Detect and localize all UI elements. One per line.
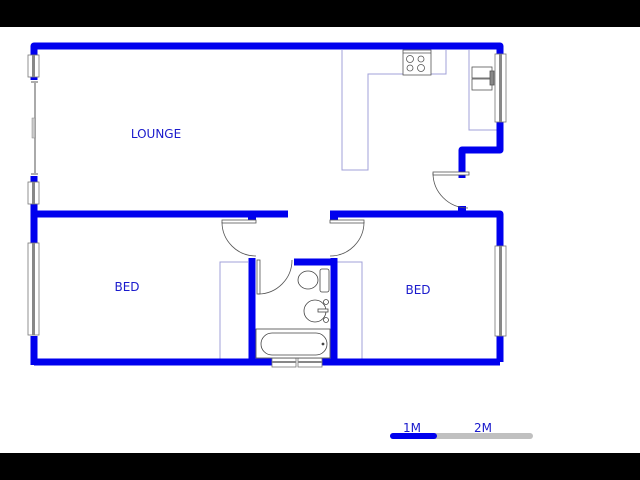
walls — [30, 42, 504, 366]
room-label-bed-right: BED — [405, 283, 430, 297]
door — [221, 171, 470, 295]
top-letterbox — [0, 0, 640, 27]
bedroom-cupboard — [219, 261, 363, 360]
kitchen-counter — [341, 50, 497, 171]
room-label-lounge: LOUNGE — [131, 127, 181, 141]
window — [27, 53, 507, 368]
room-label-bed-left: BED — [114, 280, 139, 294]
scale-label-2m: 2M — [474, 421, 492, 435]
stove-icon — [402, 49, 432, 76]
basin-icon — [303, 299, 329, 323]
bottom-letterbox — [0, 453, 640, 480]
wall-stubs — [248, 206, 466, 221]
sink-icon — [471, 66, 495, 91]
scale-bar: 1M 2M — [390, 421, 533, 439]
toilet-icon — [297, 268, 330, 293]
scale-label-1m: 1M — [403, 421, 421, 435]
bathtub-icon — [255, 328, 331, 359]
